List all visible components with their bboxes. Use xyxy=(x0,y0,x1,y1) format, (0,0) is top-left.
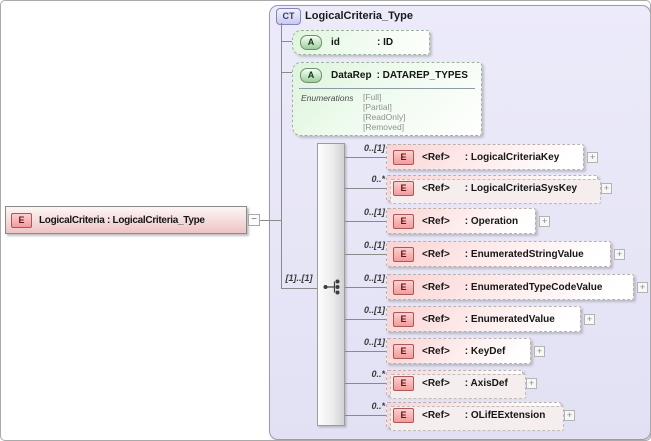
connector-line xyxy=(345,319,386,320)
connector-line xyxy=(345,188,386,189)
cardinality-label: 0..[1] xyxy=(363,207,385,217)
expand-button[interactable]: + xyxy=(534,346,545,357)
element-connector-line xyxy=(260,220,281,221)
cardinality-label: 0..[1] xyxy=(363,240,385,250)
ref-name: : KeyDef xyxy=(464,345,506,357)
group-cardinality-label: [1]..[1] xyxy=(285,273,313,283)
ref-logicalcriteriakey[interactable]: E <Ref> : LogicalCriteriaKey xyxy=(386,144,584,170)
ref-label: <Ref> xyxy=(422,377,450,389)
cardinality-label: 0..[1] xyxy=(363,143,385,153)
enum-value: [Removed] xyxy=(363,122,405,132)
ref-name: : AxisDef xyxy=(464,377,508,389)
ref-label: <Ref> xyxy=(422,313,450,325)
attribute-icon: A xyxy=(300,35,322,50)
element-icon: E xyxy=(393,149,414,165)
ref-enumeratedtypecodevalue[interactable]: E <Ref> : EnumeratedTypeCodeValue xyxy=(386,274,634,300)
cardinality-label: 0..[1] xyxy=(363,305,385,315)
ref-name: : EnumeratedValue xyxy=(464,313,555,325)
expand-button[interactable]: + xyxy=(564,410,575,421)
expand-button[interactable]: + xyxy=(601,183,612,194)
connector-line xyxy=(345,157,386,158)
enum-value: [Full] xyxy=(363,92,382,102)
element-label: LogicalCriteria : LogicalCriteria_Type xyxy=(39,214,205,226)
cardinality-label: 0..* xyxy=(371,369,385,379)
connector-line xyxy=(345,287,386,288)
ref-label: <Ref> xyxy=(422,151,450,163)
element-icon: E xyxy=(393,407,414,423)
ref-label: <Ref> xyxy=(422,248,450,260)
cardinality-label: 0..[1] xyxy=(363,337,385,347)
ref-logicalcriteriasyskey[interactable]: E <Ref> : LogicalCriteriaSysKey xyxy=(386,175,601,204)
ref-label: <Ref> xyxy=(422,281,450,293)
connector-stub xyxy=(281,72,293,73)
attribute-id[interactable]: A id : ID xyxy=(292,30,430,55)
separator xyxy=(299,88,475,89)
enum-value: [Partial] xyxy=(363,102,392,112)
ref-name: : LogicalCriteriaKey xyxy=(464,151,560,163)
ref-enumeratedvalue[interactable]: E <Ref> : EnumeratedValue xyxy=(386,306,581,332)
enum-value: [ReadOnly] xyxy=(363,112,406,122)
connector-line xyxy=(345,415,386,416)
cardinality-label: 0..* xyxy=(371,401,385,411)
group-connector-line xyxy=(281,288,317,289)
connector-line xyxy=(345,254,386,255)
complex-type-title: LogicalCriteria_Type xyxy=(305,10,413,22)
expand-button[interactable]: + xyxy=(637,282,648,293)
sequence-icon[interactable] xyxy=(322,278,344,296)
element-icon: E xyxy=(393,279,414,295)
ref-keydef[interactable]: E <Ref> : KeyDef xyxy=(386,338,531,364)
attribute-icon: A xyxy=(300,68,322,83)
element-icon: E xyxy=(393,213,414,229)
element-icon: E xyxy=(393,375,414,391)
ref-label: <Ref> xyxy=(422,182,450,194)
model-group-bar xyxy=(317,143,345,426)
ref-name: : EnumeratedTypeCodeValue xyxy=(464,281,603,293)
attribute-name: id xyxy=(331,37,340,48)
element-icon: E xyxy=(11,212,32,228)
connector-line xyxy=(345,351,386,352)
expand-button[interactable]: + xyxy=(614,249,625,260)
attribute-datarep[interactable]: A DataRep : DATAREP_TYPES Enumerations [… xyxy=(292,62,482,136)
ref-name: : LogicalCriteriaSysKey xyxy=(464,182,578,194)
element-logicalcriteria[interactable]: E LogicalCriteria : LogicalCriteria_Type xyxy=(5,206,247,234)
ref-label: <Ref> xyxy=(422,215,450,227)
connector-line xyxy=(345,383,386,384)
ref-operation[interactable]: E <Ref> : Operation xyxy=(386,208,536,234)
element-icon: E xyxy=(393,343,414,359)
collapse-button[interactable]: − xyxy=(248,214,260,226)
enumeration-values: [Full] [Partial] [ReadOnly] [Removed] xyxy=(363,92,406,132)
attribute-name: DataRep xyxy=(331,70,372,81)
expand-button[interactable]: + xyxy=(584,314,595,325)
ref-olifeextension[interactable]: E <Ref> : OLifEExtension xyxy=(386,402,564,431)
ref-axisdef[interactable]: E <Ref> : AxisDef xyxy=(386,370,526,399)
attribute-type: : DATAREP_TYPES xyxy=(376,70,468,81)
ref-label: <Ref> xyxy=(422,345,450,357)
ref-name: : Operation xyxy=(464,215,519,227)
ref-name: : EnumeratedStringValue xyxy=(464,248,584,260)
attribute-type: : ID xyxy=(377,37,394,48)
cardinality-label: 0..* xyxy=(371,174,385,184)
connector-stub xyxy=(281,41,293,42)
enumerations-label: Enumerations xyxy=(301,93,354,103)
expand-button[interactable]: + xyxy=(539,216,550,227)
ref-name: : OLifEExtension xyxy=(464,409,546,421)
element-icon: E xyxy=(393,246,414,262)
expand-button[interactable]: + xyxy=(526,378,537,389)
connector-line xyxy=(345,221,386,222)
element-icon: E xyxy=(393,311,414,327)
ref-enumeratedstringvalue[interactable]: E <Ref> : EnumeratedStringValue xyxy=(386,241,611,267)
cardinality-label: 0..[1] xyxy=(363,273,385,283)
complex-type-icon: CT xyxy=(276,8,301,25)
ref-label: <Ref> xyxy=(422,409,450,421)
attr-connector-line xyxy=(281,23,282,289)
element-icon: E xyxy=(393,180,414,196)
expand-button[interactable]: + xyxy=(587,152,598,163)
